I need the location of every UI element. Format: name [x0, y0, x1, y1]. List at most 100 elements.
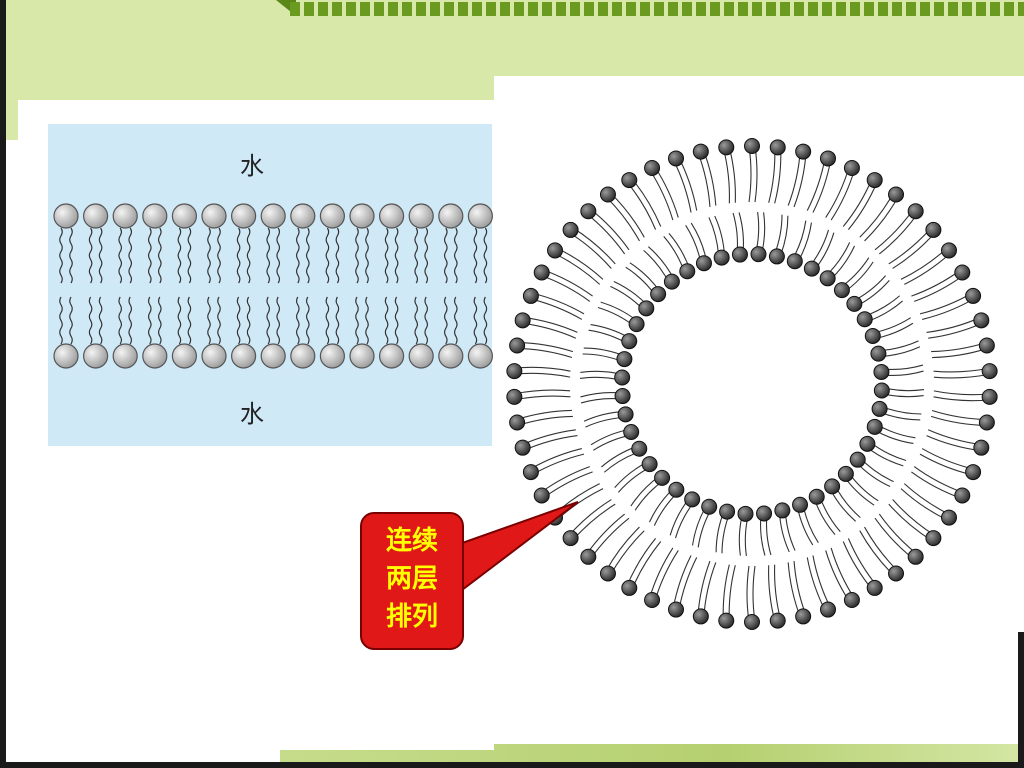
- bilayer-water-region: [48, 124, 492, 446]
- vesicle-inner-head: [679, 263, 696, 280]
- vesicle-lipid-tail: [585, 212, 626, 255]
- bilayer-top-head: [290, 203, 316, 229]
- vesicle-lipid-tail: [812, 159, 832, 213]
- vesicle-outer-head: [506, 363, 523, 380]
- bilayer-top-head: [82, 203, 109, 229]
- callout-pointer: [446, 501, 579, 592]
- lipid-tail: [305, 227, 310, 284]
- lipid-tail: [266, 296, 271, 345]
- vesicle-outer-head: [522, 464, 539, 481]
- vesicle-lipid-tail: [539, 466, 590, 494]
- vesicle-inner-head: [824, 478, 841, 495]
- vesicle-outer-head: [533, 487, 550, 504]
- vesicle-outer-head: [888, 565, 905, 582]
- vesicle-lipid-tail: [922, 298, 975, 320]
- vesicle-inner-head: [873, 363, 890, 380]
- lipid-tail: [217, 227, 221, 284]
- vesicle-inner-head: [695, 255, 712, 272]
- vesicle-inner-head: [856, 311, 873, 328]
- vesicle-outer-head: [925, 530, 942, 547]
- vesicle-inner-head: [719, 503, 736, 520]
- lipid-tail: [424, 227, 429, 284]
- vesicle-lipid-tail: [847, 538, 878, 587]
- vesicle-lipid-tail: [697, 152, 711, 207]
- vesicle-lipid-tail: [904, 252, 952, 285]
- lipid-tail: [453, 296, 458, 345]
- bilayer-bottom-head: [319, 343, 345, 369]
- lipid-tail: [355, 296, 359, 345]
- bilayer-top-head: [171, 203, 197, 229]
- vesicle-inner-head: [641, 456, 658, 473]
- lipid-tail: [88, 296, 93, 345]
- lipid-tail: [483, 296, 488, 345]
- vesicle-lipid-tail: [859, 192, 895, 238]
- lipid-tail: [88, 227, 93, 284]
- vesicle-lipid-tail: [728, 146, 736, 203]
- vesicle-inner-head: [701, 498, 718, 515]
- vesicle-outer-head: [973, 312, 990, 329]
- vesicle-lipid-tail: [888, 227, 932, 265]
- vesicle-outer-head: [866, 172, 883, 189]
- bilayer-bottom-head: [408, 343, 434, 369]
- vesicle-outer-head: [744, 138, 760, 154]
- vesicle-lipid-tail: [787, 150, 801, 206]
- vesicle-lipid-tail: [748, 145, 752, 203]
- vesicle-lipid-tail: [722, 564, 730, 621]
- phospholipid-vesicle: [506, 138, 998, 630]
- vesicle-inner-head: [617, 406, 634, 423]
- vesicle-outer-head: [621, 172, 638, 189]
- vesicle-inner-head: [713, 249, 730, 266]
- vesicle-lipid-tail: [931, 342, 987, 353]
- vesicle-lipid-tail: [517, 341, 574, 353]
- vesicle-lipid-tail: [774, 147, 782, 204]
- vesicle-outer-head: [562, 221, 579, 238]
- lipid-tail: [217, 296, 221, 345]
- vesicle-inner-head: [859, 435, 876, 452]
- vesicle-inner-head: [833, 282, 850, 299]
- lipid-tail: [69, 296, 73, 345]
- vesicle-outer-head: [718, 139, 735, 156]
- lipid-tail: [207, 296, 211, 345]
- lipid-tail: [414, 227, 419, 284]
- vesicle-lipid-tail: [631, 178, 662, 227]
- lipid-tail: [335, 227, 340, 284]
- bilayer-top-head: [201, 203, 227, 229]
- vesicle-lipid-tail: [609, 530, 645, 576]
- vesicle-lipid-tail: [812, 555, 832, 609]
- vesicle-inner-head: [849, 451, 866, 468]
- vesicle-lipid-tail: [900, 247, 948, 280]
- vesicle-inner-head: [786, 253, 803, 270]
- vesicle-inner-head: [866, 418, 883, 435]
- vesicle-lipid-tail: [572, 503, 616, 541]
- vesicle-lipid-tail: [933, 396, 990, 402]
- vesicle-outer-head: [795, 143, 812, 160]
- vesicle-lipid-tail: [864, 196, 899, 242]
- vesicle-lipid-tail: [933, 390, 990, 396]
- lipid-tail: [453, 227, 458, 284]
- vesicle-lipid-tail: [722, 147, 731, 204]
- vesicle-inner-head: [864, 327, 881, 344]
- vesicle-lipid-tail: [874, 517, 914, 560]
- vesicle-lipid-tail: [874, 208, 914, 251]
- vesicle-outer-head: [981, 363, 998, 380]
- vesicle-outer-head: [843, 592, 860, 609]
- vesicle-lipid-tail: [523, 435, 578, 452]
- vesicle-outer-head: [866, 579, 883, 596]
- vesicle-outer-head: [954, 487, 971, 504]
- vesicle-inner-head: [756, 505, 773, 522]
- bilayer-bottom-head: [231, 343, 257, 369]
- vesicle-outer-head: [973, 439, 990, 456]
- vesicle-outer-head: [599, 186, 616, 203]
- vesicle-lipid-tail: [648, 547, 674, 599]
- vesicle-inner-head: [774, 502, 791, 519]
- vesicle-lipid-tail: [864, 526, 899, 573]
- lipid-tail: [266, 227, 271, 284]
- vesicle-lipid-tail: [553, 252, 601, 285]
- vesicle-outer-head: [795, 608, 812, 625]
- vesicle-inner-head: [837, 465, 854, 482]
- bilayer-bottom-head: [438, 343, 464, 369]
- vesicle-outer-head: [668, 601, 685, 618]
- vesicle-outer-head: [744, 614, 760, 630]
- vesicle-lipid-tail: [914, 274, 965, 302]
- lipid-tail: [118, 296, 123, 345]
